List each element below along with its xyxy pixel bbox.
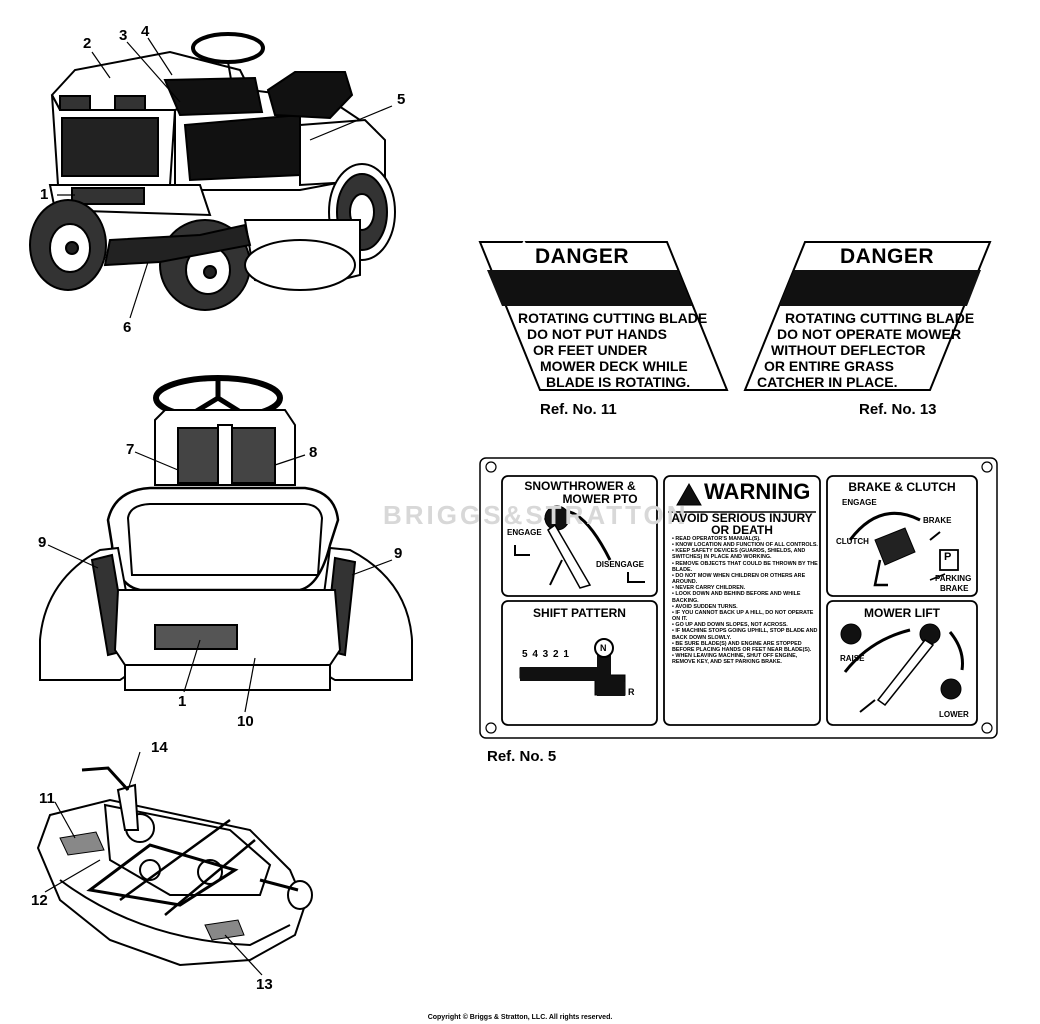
warning-sub-1: AVOID SERIOUS INJURY (671, 511, 813, 525)
decal-11-line-5: BLADE IS ROTATING. (546, 374, 691, 390)
tractor-illustration (29, 32, 396, 311)
decal-11-line-2: DO NOT PUT HANDS (527, 326, 667, 342)
warning-item: BE SURE BLADE(S) AND ENGINE ARE STOPPED … (672, 641, 822, 653)
callout-9-right: 9 (394, 545, 403, 562)
brake-engage-label: ENGAGE (842, 498, 877, 507)
decal-11-line-1: ROTATING CUTTING BLADE (518, 310, 708, 326)
tractor-leader-lines (57, 37, 393, 319)
shift-pattern-title: SHIFT PATTERN (533, 606, 626, 620)
decal-11-line-4: MOWER DECK WHILE (540, 358, 688, 374)
shift-gears-label: 5 4 3 2 1 (522, 649, 570, 660)
decal-13-line-3: WITHOUT DEFLECTOR (771, 342, 926, 358)
pto-title-2: MOWER PTO (562, 492, 638, 506)
callout-4: 4 (141, 23, 150, 40)
warning-list: READ OPERATOR'S MANUAL(S). KNOW LOCATION… (672, 536, 822, 665)
mower-raise-label: RAISE (840, 654, 865, 663)
mower-lift-title: MOWER LIFT (864, 606, 940, 620)
brake-clutch-title: BRAKE & CLUTCH (848, 480, 956, 494)
warning-item: AVOID SUDDEN TURNS. (672, 604, 822, 610)
callout-12: 12 (31, 892, 48, 909)
shift-reverse-label: R (628, 687, 635, 697)
warning-item: KEEP SAFETY DEVICES (GUARDS, SHIELDS, AN… (672, 548, 822, 560)
pto-disengage-label: DISENGAGE (596, 560, 645, 569)
brake-label: BRAKE (923, 516, 952, 525)
decal-13-line-4: OR ENTIRE GRASS (764, 358, 894, 374)
callout-8: 8 (309, 444, 318, 461)
warning-item: DO NOT MOW WHEN CHILDREN OR OTHERS ARE A… (672, 573, 822, 585)
decal-13-line-2: DO NOT OPERATE MOWER (777, 326, 962, 342)
decal-13-line-5: CATCHER IN PLACE. (757, 374, 898, 390)
deck-leader-lines (44, 751, 263, 976)
callout-14: 14 (151, 739, 168, 756)
callout-10: 10 (237, 713, 254, 730)
callout-1-bumper: 1 (40, 186, 49, 203)
shift-neutral-label: N (600, 643, 607, 653)
clutch-label: CLUTCH (836, 537, 869, 546)
callout-9-left: 9 (38, 534, 47, 551)
callout-5: 5 (397, 91, 406, 108)
warning-sub-2: OR DEATH (711, 523, 773, 537)
copyright-notice: Copyright © Briggs & Stratton, LLC. All … (427, 1014, 613, 1021)
callout-2: 2 (83, 35, 92, 52)
callout-7: 7 (126, 441, 135, 458)
decal-11-title: DANGER (535, 245, 630, 268)
decal-13-line-1: ROTATING CUTTING BLADE (785, 310, 975, 326)
callout-13: 13 (256, 976, 273, 993)
seat-rear-illustration (39, 375, 413, 691)
decal-5-ref: Ref. No. 5 (487, 748, 557, 765)
decal-11-shape (478, 240, 729, 391)
seat-leader-lines (47, 451, 393, 713)
warning-item: GO UP AND DOWN SLOPES, NOT ACROSS. (672, 622, 822, 628)
warning-item: REMOVE OBJECTS THAT COULD BE THROWN BY T… (672, 561, 822, 573)
callout-11: 11 (39, 790, 55, 807)
callout-1-seat: 1 (178, 693, 187, 710)
callout-3: 3 (119, 27, 128, 44)
warning-item: KNOW LOCATION AND FUNCTION OF ALL CONTRO… (672, 542, 822, 548)
pto-title-1: SNOWTHROWER & (524, 479, 636, 493)
mower-deck-illustration (36, 766, 313, 967)
warning-item: NEVER CARRY CHILDREN. (672, 585, 822, 591)
pto-engage-label: ENGAGE (507, 528, 542, 537)
decal-13-title: DANGER (840, 245, 935, 268)
warning-title: WARNING (704, 479, 811, 504)
decal-13-shape (743, 241, 992, 391)
warning-item: READ OPERATOR'S MANUAL(S). (672, 536, 822, 542)
parking-label-1: PARKING (935, 574, 972, 583)
parking-p-symbol: P (944, 551, 952, 563)
warning-item: IF MACHINE STOPS GOING UPHILL, STOP BLAD… (672, 628, 822, 640)
parking-label-2: BRAKE (940, 584, 969, 593)
warning-item: IF YOU CANNOT BACK UP A HILL, DO NOT OPE… (672, 610, 822, 622)
mower-lower-label: LOWER (939, 710, 969, 719)
briggs-stratton-watermark: BRIGGS&STRATTON (383, 500, 689, 530)
decal-11-ref: Ref. No. 11 (540, 401, 617, 418)
callout-6: 6 (123, 319, 132, 336)
decal-11-line-3: OR FEET UNDER (533, 342, 648, 358)
warning-item: LOOK DOWN AND BEHIND BEFORE AND WHILE BA… (672, 591, 822, 603)
warning-item: WHEN LEAVING MACHINE, SHUT OFF ENGINE, R… (672, 653, 822, 665)
decal-13-ref: Ref. No. 13 (859, 401, 937, 418)
